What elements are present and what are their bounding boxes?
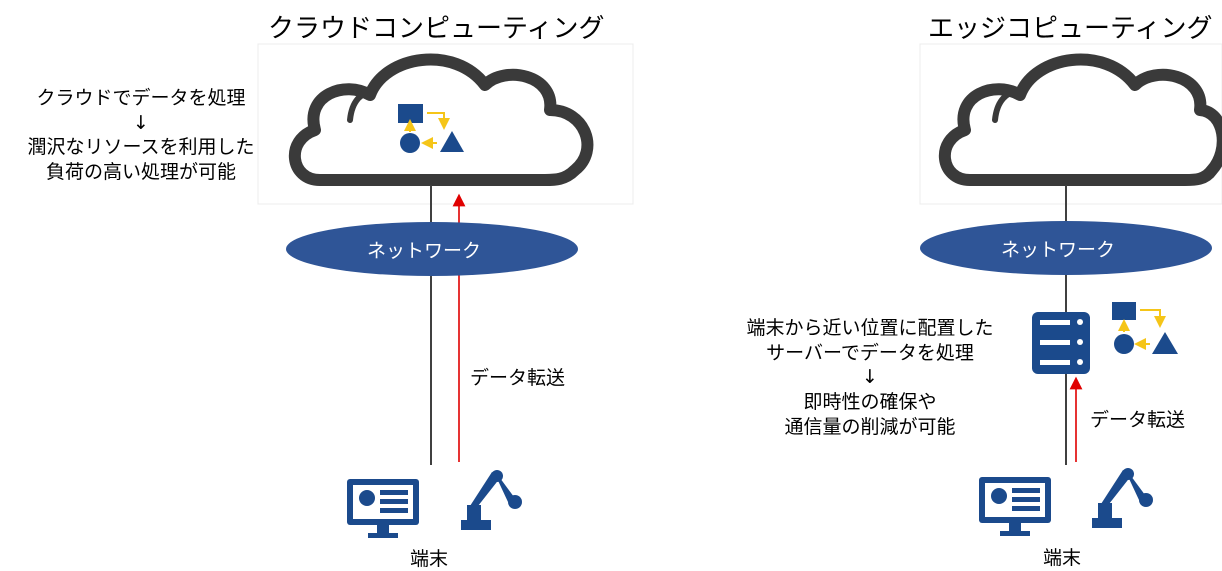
cloud-note-line: クラウドでデータを処理 [36,87,246,109]
cloud-note-line: 負荷の高い処理が可能 [45,161,236,184]
edge-device-label: 端末 [1043,547,1082,569]
cloud-transfer-label: データ転送 [470,367,566,389]
monitor-icon [347,479,419,538]
cloud-title: クラウドコンピューティング [268,14,605,44]
edge-note-line: 即時性の確保や [803,391,937,414]
cloud-network-label: ネットワーク [367,240,482,262]
edge-title: エッジコピューティング [928,14,1213,44]
robot-arm-icon [461,470,522,530]
edge-network-label: ネットワーク [1001,239,1116,261]
edge-process-shapes-icon [1112,302,1178,354]
edge-transfer-label: データ転送 [1090,409,1186,431]
process-shapes-icon [398,104,464,153]
server-icon [1032,312,1090,374]
edge-note: 端末から近い位置に配置した サーバーでデータを処理 ↓ 即時性の確保や 通信量の… [720,316,1020,439]
edge-robot-arm-icon [1092,468,1153,528]
edge-note-line: サーバーでデータを処理 [766,341,974,364]
cloud-note-line: ↓ [133,111,149,134]
cloud-network-ellipse [286,222,578,276]
cloud-device-label: 端末 [410,548,449,570]
edge-note-line: 端末から近い位置に配置した [746,317,994,339]
edge-note-line: 通信量の削減が可能 [784,415,956,438]
cloud-note-line: 潤沢なリソースを利用した [27,136,255,159]
cloud-note: クラウドでデータを処理 ↓ 潤沢なリソースを利用した 負荷の高い処理が可能 [6,86,276,185]
edge-monitor-icon [979,477,1051,536]
edge-network-ellipse [920,221,1212,275]
edge-note-line: ↓ [862,366,878,389]
edge-cloud-icon [938,53,1222,186]
